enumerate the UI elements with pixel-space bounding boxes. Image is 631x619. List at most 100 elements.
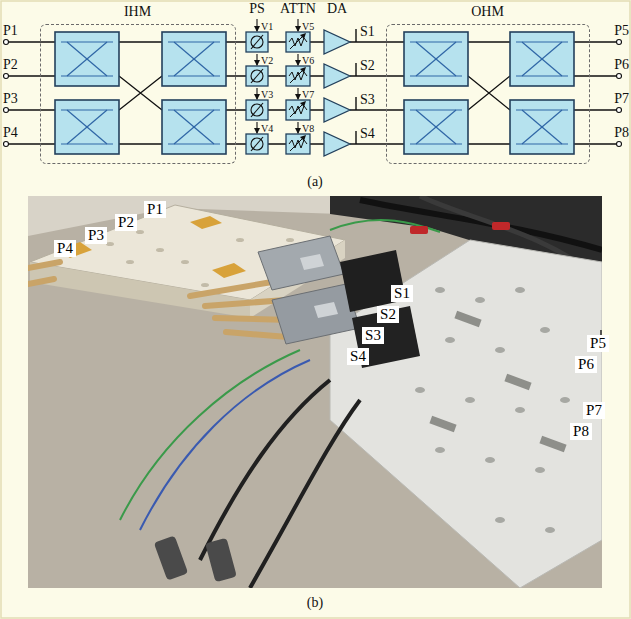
- phase-shifter-symbols: [246, 134, 268, 154]
- hardware-photo: [465, 397, 475, 403]
- hardware-photo: [250, 400, 360, 588]
- amplifier-symbols: [324, 30, 350, 156]
- module-region: IHM: [40, 24, 236, 164]
- port-terminals: [4, 74, 9, 79]
- hybrid-coupler-symbols: [55, 32, 574, 154]
- port-label: P3: [3, 91, 18, 107]
- photo-port-label: P4: [54, 240, 76, 257]
- control-arrows: [297, 54, 298, 65]
- hardware-photo: [560, 397, 570, 403]
- hybrid-coupler-symbols: [162, 100, 226, 154]
- hardware-photo: [300, 254, 324, 270]
- hardware-photo: [429, 311, 566, 452]
- column-header: DA: [327, 1, 347, 17]
- hardware-photo: [435, 447, 445, 453]
- signal-wires: [468, 42, 510, 144]
- port-terminals: [4, 40, 9, 45]
- hardware-photo: [258, 236, 344, 290]
- photo-port-label: P8: [570, 423, 592, 440]
- photo-port-label: P6: [575, 356, 597, 373]
- attenuator-symbols: [286, 32, 310, 52]
- amplifier-symbols: [324, 98, 350, 122]
- panel-label: (b): [307, 595, 323, 611]
- port-label: P4: [3, 125, 18, 141]
- port-terminals: [617, 108, 622, 113]
- hardware-photo: [415, 287, 570, 533]
- signal-wires: [574, 42, 616, 144]
- port-label: P6: [614, 57, 629, 73]
- hardware-photo: [154, 535, 188, 580]
- phase-shifter-symbols: [246, 66, 268, 86]
- panel-label: (a): [307, 174, 323, 190]
- hybrid-coupler-symbols: [55, 32, 119, 86]
- photo-port-label: P1: [144, 201, 166, 218]
- hardware-photo: [28, 262, 60, 268]
- hybrid-coupler-symbols: [510, 32, 574, 86]
- hardware-photo: [485, 457, 495, 463]
- attenuator-symbols: [286, 100, 310, 120]
- attenuator-symbols: [286, 66, 310, 86]
- phase-shifter-symbols: [246, 100, 268, 120]
- control-voltage-label: V3: [261, 89, 273, 100]
- attenuator-symbols: [286, 134, 310, 154]
- hardware-photo: [454, 311, 481, 327]
- control-arrows: [256, 54, 257, 65]
- hybrid-coupler-symbols: [404, 32, 468, 86]
- port-terminals: [617, 142, 622, 147]
- amplifier-symbols: [324, 64, 350, 88]
- photo-sample-label: S2: [377, 306, 399, 323]
- control-arrows: [256, 122, 257, 133]
- control-arrows: [256, 88, 257, 99]
- hardware-photo: [28, 262, 300, 338]
- hybrid-coupler-symbols: [162, 32, 226, 86]
- hardware-photo: [201, 283, 209, 287]
- hardware-photo: [236, 238, 244, 242]
- hardware-photo: [120, 350, 300, 520]
- hardware-photo: [106, 242, 114, 246]
- hardware-photo: [415, 387, 425, 393]
- phase-shifter-symbols: [246, 32, 268, 52]
- hardware-photo: [429, 416, 456, 432]
- control-voltage-label: V5: [302, 21, 314, 32]
- photo-port-label: P2: [115, 214, 137, 231]
- photo-sample-label: S1: [391, 285, 413, 302]
- hardware-photo: [181, 260, 189, 264]
- hardware-photo: [126, 260, 134, 264]
- hardware-photo: [156, 248, 164, 252]
- sample-port-label: S2: [360, 58, 375, 74]
- sample-port-label: S3: [360, 92, 375, 108]
- port-terminals: [4, 108, 9, 113]
- photo-port-label: P3: [85, 227, 107, 244]
- port-label: P1: [3, 23, 18, 39]
- port-label: P7: [614, 91, 629, 107]
- photo-sample-label: S3: [362, 327, 384, 344]
- signal-wires: [226, 42, 246, 144]
- column-header: ATTN: [280, 1, 316, 17]
- hardware-photo: [286, 238, 294, 242]
- hardware-photo: [540, 327, 550, 333]
- hardware-photo: [136, 230, 144, 234]
- control-arrows: [297, 19, 298, 31]
- control-arrows: [257, 19, 298, 133]
- control-voltage-label: V2: [261, 55, 273, 66]
- region-title: IHM: [124, 4, 151, 20]
- hardware-photo: [190, 216, 222, 229]
- sample-port-label: S1: [360, 24, 375, 40]
- control-voltage-label: V7: [302, 89, 314, 100]
- photo-sample-label: S4: [347, 348, 369, 365]
- hardware-photo: [495, 517, 505, 523]
- module-region: OHM: [386, 24, 590, 164]
- control-arrows: [297, 88, 298, 99]
- hardware-photo: [515, 407, 525, 413]
- column-header: PS: [249, 1, 265, 17]
- photo-port-label: P7: [583, 402, 605, 419]
- hardware-photo: [535, 467, 545, 473]
- hardware-photo: [515, 287, 525, 293]
- port-terminals: [617, 74, 622, 79]
- control-arrows: [256, 19, 257, 31]
- control-arrows: [297, 122, 298, 133]
- control-voltage-label: V6: [302, 55, 314, 66]
